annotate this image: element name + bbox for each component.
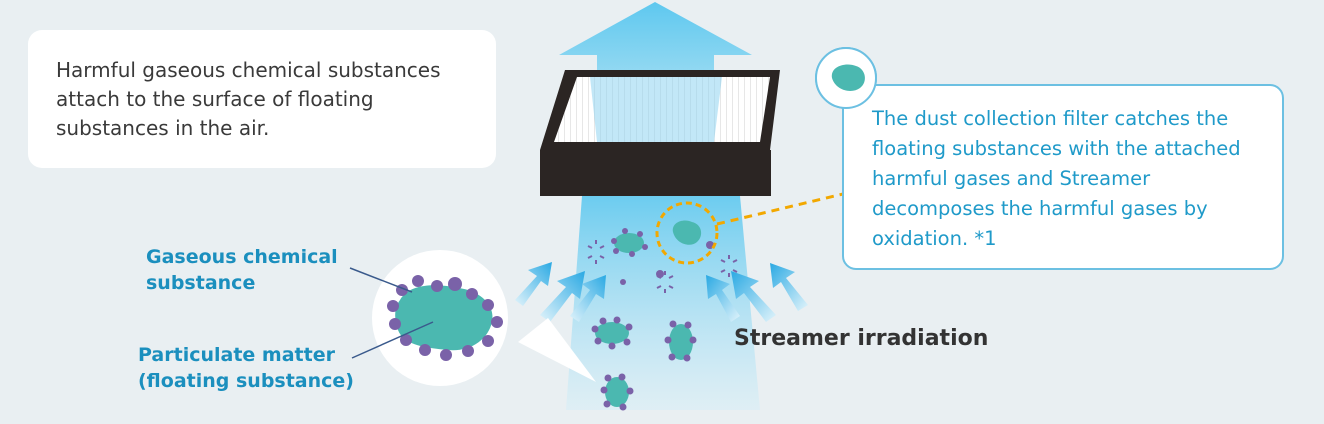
particle-with-gas [611, 228, 648, 257]
gaseous-chemical-label: Gaseous chemical substance [146, 246, 338, 294]
zoom-pointer [518, 318, 596, 382]
dust-collection-filter [540, 70, 780, 196]
particulate-matter-label: Particulate matter (floating substance) [138, 344, 354, 392]
decomposing-gas-icon [656, 271, 674, 293]
gaseous-leader-line [349, 267, 413, 293]
intro-card: Harmful gaseous chemical substances atta… [28, 30, 496, 168]
zoomed-particle [387, 275, 503, 361]
particle-with-gas [591, 316, 633, 350]
decomposing-gas-icon [720, 255, 738, 277]
streamer-arrows-left [515, 262, 606, 322]
highlight-circle [655, 201, 719, 265]
filter-callout-text: The dust collection filter catches the f… [872, 107, 1241, 250]
filter-callout: The dust collection filter catches the f… [842, 84, 1284, 270]
floating-particles [587, 228, 738, 411]
trapped-particle [672, 220, 702, 245]
intro-text: Harmful gaseous chemical substances atta… [56, 58, 441, 140]
streamer-arrows-right [706, 263, 808, 322]
particle-with-gas [664, 320, 697, 362]
particle-with-gas [600, 373, 634, 411]
decomposing-gas-icon [587, 240, 605, 264]
streamer-irradiation-label: Streamer irradiation [734, 326, 989, 351]
particulate-leader-line [351, 321, 434, 359]
callout-badge-overlay [815, 47, 877, 109]
callout-connector [716, 192, 844, 226]
